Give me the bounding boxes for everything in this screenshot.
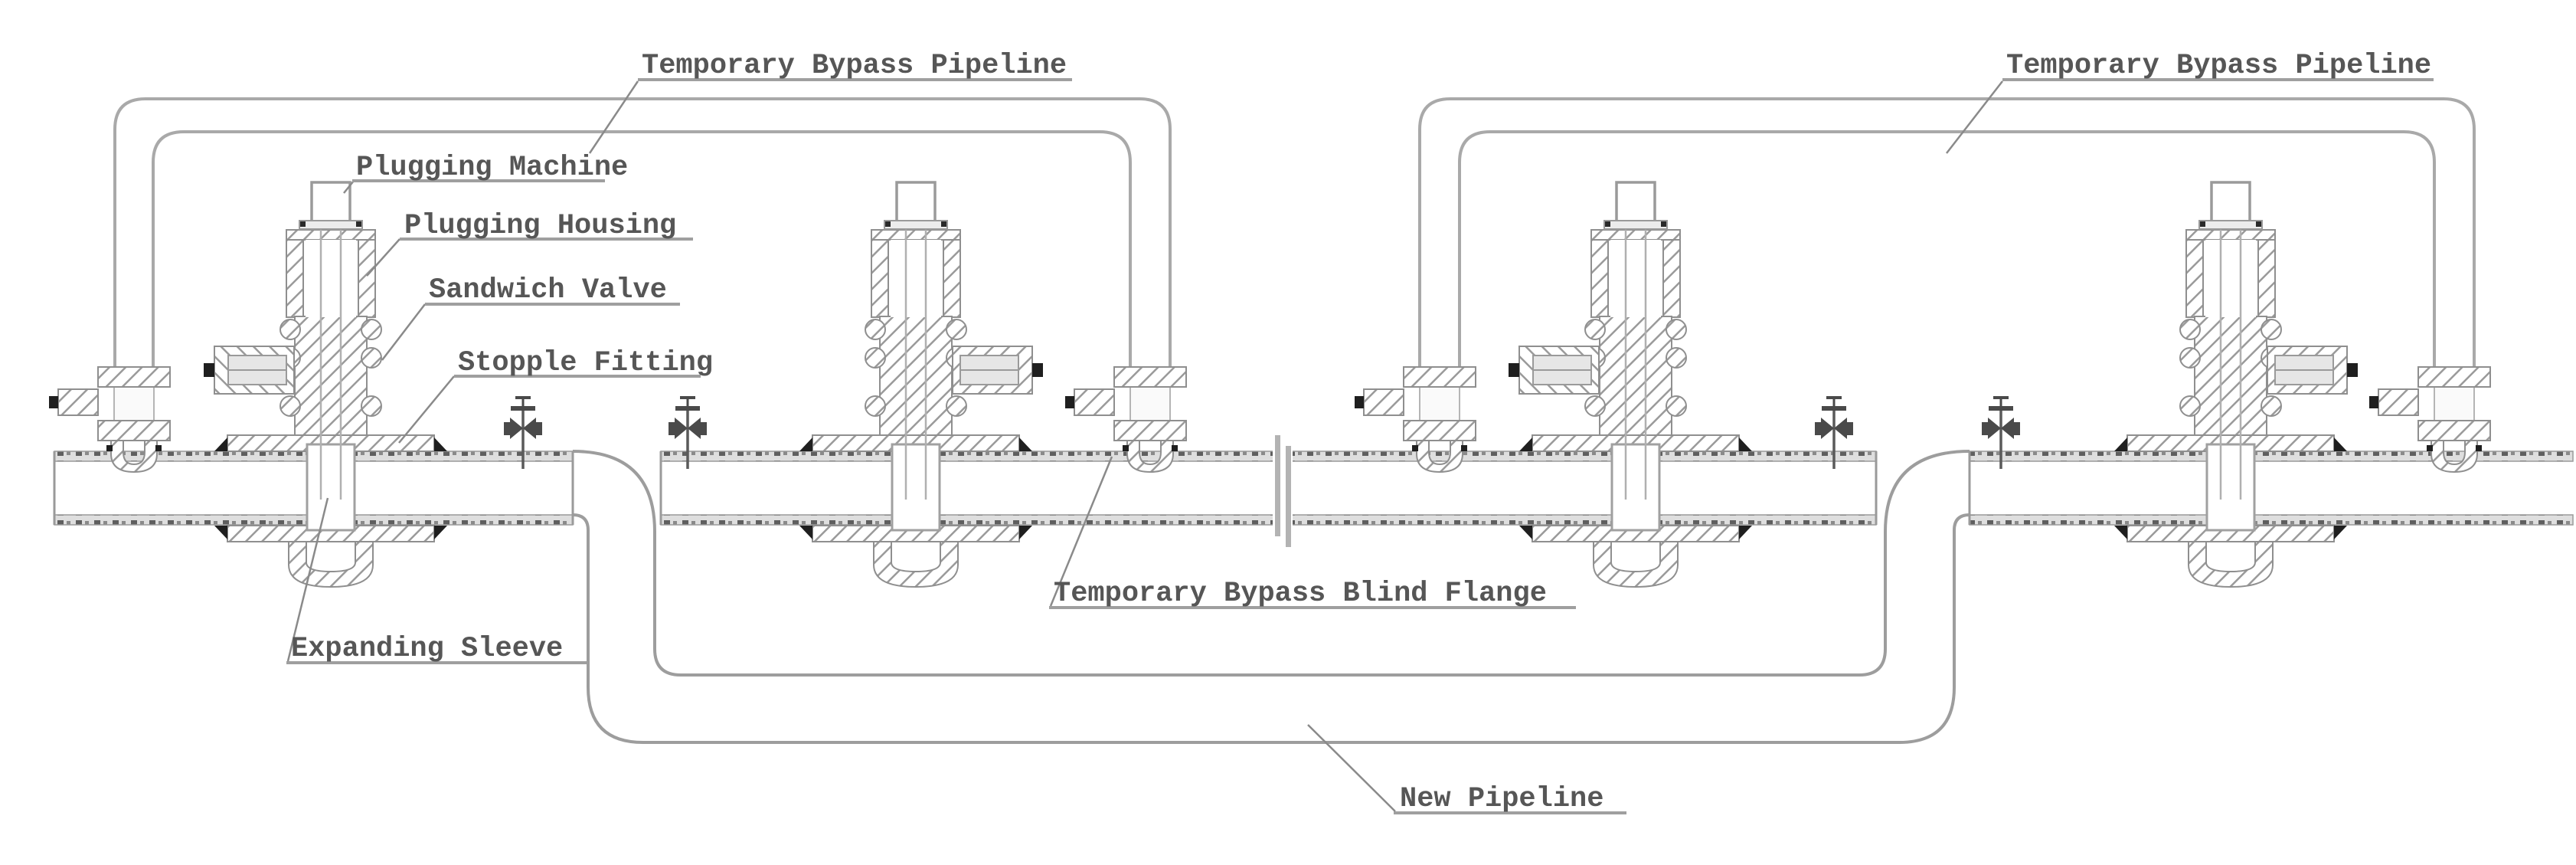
leader-line (588, 80, 639, 154)
break-bar (1286, 446, 1291, 547)
label-plugging-machine: Plugging Machine (356, 152, 628, 184)
label-expanding-sleeve: Expanding Sleeve (291, 633, 563, 665)
callout-sandwich-valve: Sandwich Valve (381, 274, 680, 361)
pipe-bore (1290, 460, 1876, 515)
label-stopple-fitting: Stopple Fitting (458, 347, 713, 379)
callout-temporary-bypass-blind-flange: Temporary Bypass Blind Flange (1049, 456, 1576, 610)
pipe-segment-old-left (659, 451, 1277, 526)
callout-new-pipeline: New Pipeline (1307, 724, 1626, 815)
label-plugging-housing: Plugging Housing (404, 210, 676, 242)
bypass-inner-wall (1458, 130, 2436, 372)
callout-temporary-bypass-pipeline-left: Temporary Bypass Pipeline (588, 50, 1072, 154)
pipe-wall (1289, 514, 1877, 526)
callout-plugging-machine: Plugging Machine (343, 152, 628, 194)
new-pipeline (572, 450, 1970, 744)
label-temporary-bypass-blind-flange: Temporary Bypass Blind Flange (1054, 578, 1547, 610)
pipe-wall (1969, 451, 2574, 462)
leader-line (286, 497, 329, 662)
bypass-outer-wall (1418, 97, 2476, 372)
leader-line (1049, 456, 1113, 607)
pipe-wall (1969, 514, 2574, 526)
temporary-bypass-right (1418, 97, 2476, 372)
callout-temporary-bypass-pipeline-right: Temporary Bypass Pipeline (1946, 50, 2434, 154)
break-bar (1275, 435, 1280, 536)
pipe-segment-old-right (1289, 451, 1878, 526)
pipe-wall (1289, 451, 1877, 462)
label-temporary-bypass-pipeline-left: Temporary Bypass Pipeline (642, 50, 1067, 82)
pipe-wall (660, 514, 1277, 526)
label-new-pipeline: New Pipeline (1400, 783, 1603, 815)
leader-line (366, 238, 400, 277)
pipe-segment-right-existing (1968, 451, 2574, 526)
callout-stopple-fitting: Stopple Fitting (398, 347, 713, 444)
temporary-bypass-left (113, 97, 1172, 372)
pipe-bore (661, 460, 1276, 515)
pipe-bore (1970, 460, 2573, 515)
bypass-inner-wall (152, 130, 1132, 372)
leader-line (1307, 724, 1396, 812)
bleed-fitting-4 (2267, 346, 2359, 395)
bleed-fitting-2 (952, 346, 1044, 395)
label-temporary-bypass-pipeline-right: Temporary Bypass Pipeline (2006, 50, 2431, 82)
bypass-outer-wall (113, 97, 1172, 372)
pipe-break (1273, 435, 1293, 547)
callouts: Temporary Bypass Pipeline Temporary Bypa… (286, 50, 2434, 815)
label-sandwich-valve: Sandwich Valve (429, 274, 667, 306)
bleed-fitting-1 (203, 346, 295, 395)
callout-expanding-sleeve: Expanding Sleeve (286, 497, 587, 665)
leader-line (398, 375, 455, 444)
leader-line (381, 303, 426, 361)
pipe-wall (660, 451, 1277, 462)
leader-line (343, 180, 355, 194)
bleed-fitting-3 (1508, 346, 1600, 395)
leader-line (1946, 80, 2003, 154)
new-pipeline-top-wall (572, 450, 1970, 677)
new-pipeline-bottom-wall (572, 513, 1970, 744)
callout-plugging-housing: Plugging Housing (366, 210, 693, 277)
